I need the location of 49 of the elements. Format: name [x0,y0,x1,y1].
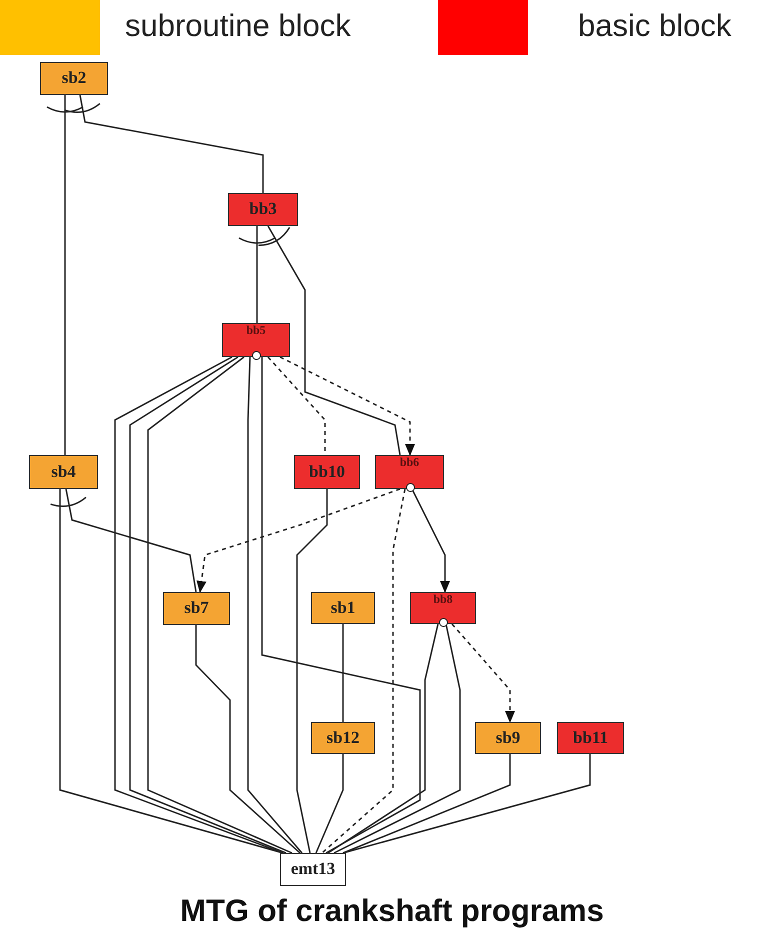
block-label: sb7 [184,599,209,618]
connector-line [247,356,303,854]
connector-line [342,754,511,854]
connector-line [322,488,406,854]
connector-line [64,94,264,193]
connector-line [50,488,197,592]
block-label: sb9 [496,728,520,748]
exit-block [280,853,346,886]
connector-line [280,356,415,456]
connector-line [315,754,344,854]
subroutine-block [311,722,375,754]
connector-line [46,95,84,455]
basic-block [557,722,624,754]
subroutine-block [29,455,98,489]
block-label: bb6 [400,456,420,470]
block-label: bb8 [433,593,453,606]
connector-line [196,488,400,593]
block-label: bb10 [309,462,345,482]
block-label: emt13 [290,860,336,879]
block-label: sb2 [62,69,86,88]
connector-line [342,624,344,722]
subroutine-block [40,62,108,95]
block-label: sb12 [326,728,360,748]
basic-block [294,455,360,489]
connector-line [334,624,461,854]
connector-line [328,624,439,854]
subroutine-block [475,722,541,754]
connector-line [296,489,328,854]
connector-line [411,488,450,593]
block-label: bb11 [573,728,608,748]
connector-line [195,625,300,854]
basic-block [410,592,476,624]
connector-line [342,754,591,854]
legend-label: subroutine block [125,8,351,44]
block-label: bb3 [249,200,277,219]
block-label: sb1 [330,598,356,618]
basic-block [228,193,298,226]
subroutine-block [163,592,230,625]
caption: MTG of crankshaft programs [179,893,605,929]
block-label: sb4 [51,462,76,482]
basic-block [375,455,444,489]
connector-line [258,226,401,456]
connector-line [238,226,276,323]
basic-block [222,323,290,357]
legend-label: basic block [578,8,732,44]
block-label: bb5 [246,324,266,338]
connector-line [451,624,515,723]
connector-line [261,357,421,854]
subroutine-block [311,592,375,624]
